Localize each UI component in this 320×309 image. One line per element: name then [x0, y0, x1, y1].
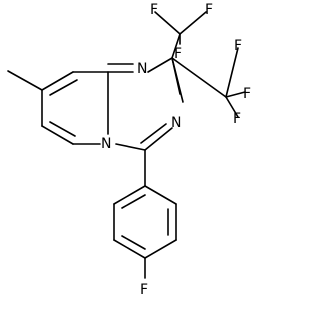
bond — [147, 57, 173, 73]
methyl-bond — [7, 70, 43, 91]
bond — [113, 185, 146, 205]
bond-double-inner — [49, 79, 78, 96]
fluorophenyl-ring — [113, 185, 177, 259]
atom-label-f: F — [205, 2, 213, 18]
atom-label-f: F — [243, 86, 251, 102]
atom-label-f: F — [140, 282, 148, 298]
atom-label-f: F — [234, 38, 242, 54]
bond — [171, 57, 184, 103]
bond — [144, 239, 177, 259]
structure-diagram: N N N F F F F F F F — [7, 2, 251, 298]
bond — [171, 33, 181, 59]
triazine-ring — [107, 57, 184, 151]
bond — [144, 127, 173, 151]
atom-label-f: F — [150, 2, 158, 18]
cf3-top — [154, 11, 207, 59]
bond-double-inner — [121, 235, 146, 250]
molecule-canvas: N N N F F F F F F F — [7, 2, 251, 298]
cf3-right — [171, 47, 246, 118]
bond — [113, 239, 146, 259]
bond — [171, 57, 227, 98]
pyridine-ring — [41, 71, 109, 145]
atom-label-f: F — [233, 111, 241, 127]
atom-label-f: F — [174, 46, 182, 62]
atom-label-n-right: N — [171, 115, 181, 131]
bond — [41, 125, 74, 145]
bond — [225, 91, 246, 98]
bond — [225, 47, 239, 98]
bond — [41, 71, 74, 91]
bond — [154, 11, 181, 35]
bond-double-inner — [121, 194, 146, 209]
bond — [144, 185, 177, 205]
bond — [179, 11, 207, 35]
bond — [115, 143, 146, 151]
bond-double-inner — [49, 121, 76, 137]
bond-double-inner — [140, 123, 167, 144]
atom-label-n-top: N — [137, 61, 147, 77]
bond — [225, 96, 239, 118]
atom-label-n-bridge: N — [101, 136, 111, 152]
